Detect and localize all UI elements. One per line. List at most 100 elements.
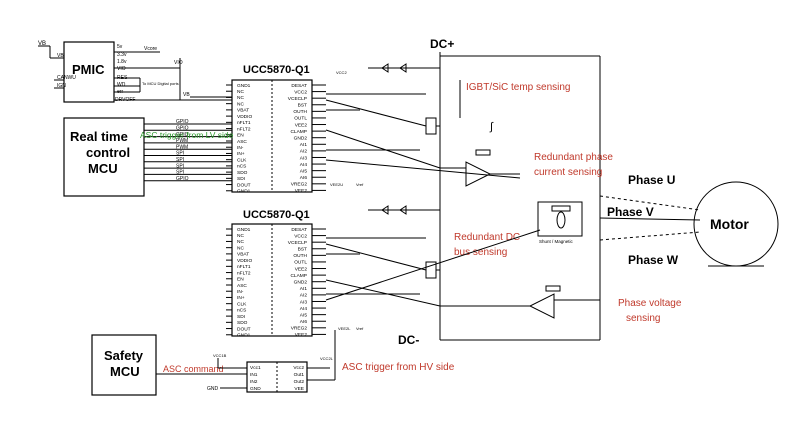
redundant-dc-label: Redundant DC bus sensing (454, 232, 523, 258)
wire (325, 229, 541, 301)
shunt-label: Shunt / Magnetic (539, 239, 574, 244)
driver-pin-left: GND1 (237, 189, 251, 195)
phase-voltage-1: Phase voltage (618, 298, 682, 309)
driver-pin-right: VCC2 (294, 233, 307, 239)
driver-pin-left: GND1 (237, 83, 251, 89)
asc-command-label: ASC command (163, 364, 224, 374)
driver-pin-right: BST (298, 247, 307, 253)
iso-pin-right: VEE (294, 386, 304, 392)
driver-pin-right: CLAMP (290, 129, 307, 135)
drv-bot-vref-label: Vref (356, 326, 364, 331)
driver-pin-right: VEE2 (295, 332, 308, 338)
pmic-pin-wd: WD (117, 82, 126, 88)
driver-top-block: UCC5870-Q1 GND1NCNCNCVBATVDDIOnFLT1nFLT2… (226, 64, 326, 195)
driver-pin-right: VEE2 (295, 188, 308, 194)
iso-pin-right: Out2 (294, 379, 305, 385)
rt-mcu-block: Real time control MCU GPIOGPIOGPIOPWMPWM… (63, 117, 232, 197)
driver-pin-right: CLAMP (290, 273, 307, 279)
driver-pin-right: AI4 (300, 306, 308, 312)
iso-pin-left: IN2 (250, 379, 258, 385)
rt-signal-label: SPI (176, 170, 184, 176)
pmic-pin-5v: 5v (117, 44, 123, 50)
wire (325, 279, 441, 307)
safety-mcu-title: Safety MCU (104, 348, 147, 379)
pmic-pin-vb: VB (57, 53, 64, 59)
driver-pin-left: DOUT (237, 182, 251, 188)
asc-lv-label: ASC trigger from LV side (140, 130, 234, 140)
motor-icon: Motor (693, 181, 779, 267)
driver-pin-right: AI2 (300, 293, 308, 299)
driver-pin-left: IN+ (237, 151, 245, 157)
driver-pin-left: CLK (237, 301, 247, 307)
driver-pin-left: IN- (237, 289, 244, 295)
dc-plus-label: DC+ (430, 37, 454, 51)
driver-pin-right: AI5 (300, 168, 308, 174)
vcc2l-label: VCC2L (320, 356, 334, 361)
driver-pin-left: IN+ (237, 295, 245, 301)
driver-pin-left: EN (237, 277, 244, 283)
pmic-pin-1v8: 1.8v (117, 59, 127, 65)
drv-top-vcc2-label: VCC2 (336, 70, 347, 75)
redundant-phase-2: current sensing (534, 167, 602, 178)
driver-pin-left: SDI (237, 176, 245, 182)
driver-pin-left: nFLT1 (237, 120, 251, 126)
driver-pin-left: CLK (237, 157, 247, 163)
phase-voltage-2: sensing (626, 313, 660, 324)
driver-bottom-block: UCC5870-Q1 GND1NCNCNCVBATVDDIOnFLT1nFLT2… (226, 209, 326, 339)
driver-pin-right: AI5 (300, 312, 308, 318)
driver-pin-right: OUTL (294, 116, 307, 122)
iso-pin-right: Out1 (294, 372, 305, 378)
phase-lines: Phase U Phase V Phase W (599, 173, 701, 267)
igbt-temp-label: IGBT/SiC temp sensing (466, 82, 570, 93)
pmic-pin-3v3: 3.3v (117, 52, 127, 58)
driver-pin-left: VBAT (237, 252, 249, 258)
rt-mcu-title-2: control (86, 145, 130, 160)
rt-mcu-title-line: Real time control MCU (70, 129, 134, 176)
rt-signal-label: GPIO (176, 132, 189, 138)
pmic-pin-vio: VIO (117, 66, 126, 72)
driver-pin-left: SDO (237, 170, 248, 176)
driver-pin-right: AI3 (300, 155, 308, 161)
motor-label: Motor (710, 216, 749, 232)
pmic-vb-in-label: VB (38, 41, 46, 47)
rt-signal-label: PWM (176, 138, 188, 144)
driver-pin-left: ASC (237, 283, 247, 289)
pmic-vio-rail-label: VIO (174, 60, 183, 66)
driver-pin-left: NC (237, 95, 244, 101)
driver-pin-left: VDDIO (237, 114, 252, 120)
driver-pin-right: AI1 (300, 142, 308, 148)
driver-pin-left: DOUT (237, 326, 251, 332)
pmic-right-pins: 5v 3.3v 1.8v VIO RES WD err DRVOFF (115, 44, 135, 103)
safety-mcu-block: Safety MCU ASC command VCC1B GND (91, 334, 247, 396)
driver-pin-right: DESAT (291, 227, 307, 233)
pmic-pin-canwu: CANWU (57, 75, 76, 81)
pmic-block: PMIC VB VB CANWU IGN 5v 3.3v 1.8v VIO RE… (38, 41, 232, 103)
driver-pin-right: DESAT (291, 83, 307, 89)
driver-pin-left: NC (237, 89, 244, 95)
temp-sensor-icon: ∫ (489, 121, 494, 133)
iso-pin-left: GND (250, 386, 261, 392)
driver-top-pins: GND1NCNCNCVBATVDDIOnFLT1nFLT2ENASCIN-IN+… (226, 83, 326, 195)
driver-pin-right: VREG2 (291, 326, 308, 332)
rt-signal-label: SPI (176, 151, 184, 157)
pmic-pin-ign: IGN (57, 83, 66, 89)
driver-pin-left: nFLT2 (237, 270, 251, 276)
driver-pin-left: NC (237, 101, 244, 107)
driver-pin-left: nCS (237, 164, 246, 170)
rt-mcu-title-1: Real time (70, 129, 128, 144)
driver-pin-left: IN- (237, 145, 244, 151)
driver-pin-right: AI6 (300, 319, 308, 325)
redundant-phase-label: Redundant phase current sensing (534, 152, 616, 178)
driver-pin-right: AI6 (300, 175, 308, 181)
driver-pin-left: nFLT1 (237, 264, 251, 270)
pmic-vcore-label: Vcore (144, 46, 157, 52)
driver-bottom-pins: GND1NCNCNCVBATVDDIOnFLT1nFLT2ENASCIN-IN+… (226, 227, 326, 339)
drv-bot-vee2l-label: VEE2L (338, 326, 351, 331)
driver-pin-right: AI4 (300, 162, 308, 168)
wire (325, 159, 521, 179)
pmic-title: PMIC (72, 62, 105, 77)
driver-pin-right: GND2 (294, 136, 308, 142)
driver-pin-left: nCS (237, 308, 246, 314)
